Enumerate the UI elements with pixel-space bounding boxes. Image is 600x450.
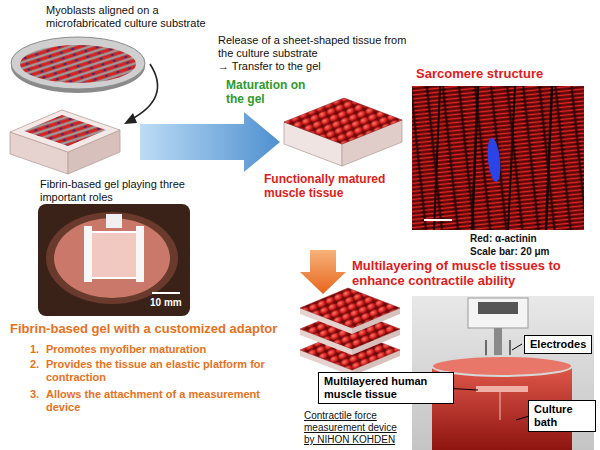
tissue-label: Functionally matured muscle tissue (264, 172, 410, 200)
list-number: 1. (30, 343, 44, 356)
gel-label: Fibrin-based gel playing three important… (40, 178, 200, 204)
step-label: Release of a sheet-shaped tissue from th… (218, 34, 418, 60)
matured-tissue (284, 98, 402, 166)
list-number: 2. (30, 358, 44, 371)
device-caption: Contractile force measurement device by … (304, 410, 408, 446)
sarcomere-image (412, 86, 584, 230)
list-number: 3. (30, 388, 44, 401)
callout-box: Culture bath (528, 400, 596, 432)
gel-photo (38, 204, 190, 316)
step-label: Multilayering of muscle tissues to enhan… (352, 258, 592, 289)
list-item: Provides the tissue an elastic platform … (46, 358, 296, 384)
step-label: Maturation on the gel (226, 78, 310, 106)
multilayer-stack (300, 288, 400, 376)
image-note: Red: α-actinin (470, 233, 590, 245)
leader-line (512, 344, 522, 350)
gel-block (10, 110, 120, 174)
multilayer-arrow (300, 250, 346, 294)
list-item: Allows the attachment of a measurement d… (46, 388, 296, 414)
arrow-head (124, 113, 137, 124)
callout-box: Multilayered human muscle tissue (318, 372, 454, 404)
callout-box: Electrodes (524, 335, 592, 354)
scale-label: 10 mm (150, 297, 186, 309)
box-text: Culture bath (534, 403, 590, 429)
transfer-arrow (130, 64, 158, 120)
heading-label: Fibrin-based gel with a customized adapt… (10, 321, 310, 336)
box-text: Multilayered human muscle tissue (324, 375, 448, 401)
image-note: Scale bar: 20 μm (470, 246, 590, 258)
image-title: Sarcomere structure (416, 66, 586, 81)
step-label: → Transfer to the gel (218, 60, 368, 73)
list-item: Promotes myofiber maturation (46, 343, 296, 356)
culture-substrate (11, 37, 145, 93)
substrate-label: Myoblasts aligned on a microfabricated c… (46, 4, 226, 30)
maturation-arrow (140, 112, 280, 172)
box-text: Electrodes (530, 338, 586, 351)
